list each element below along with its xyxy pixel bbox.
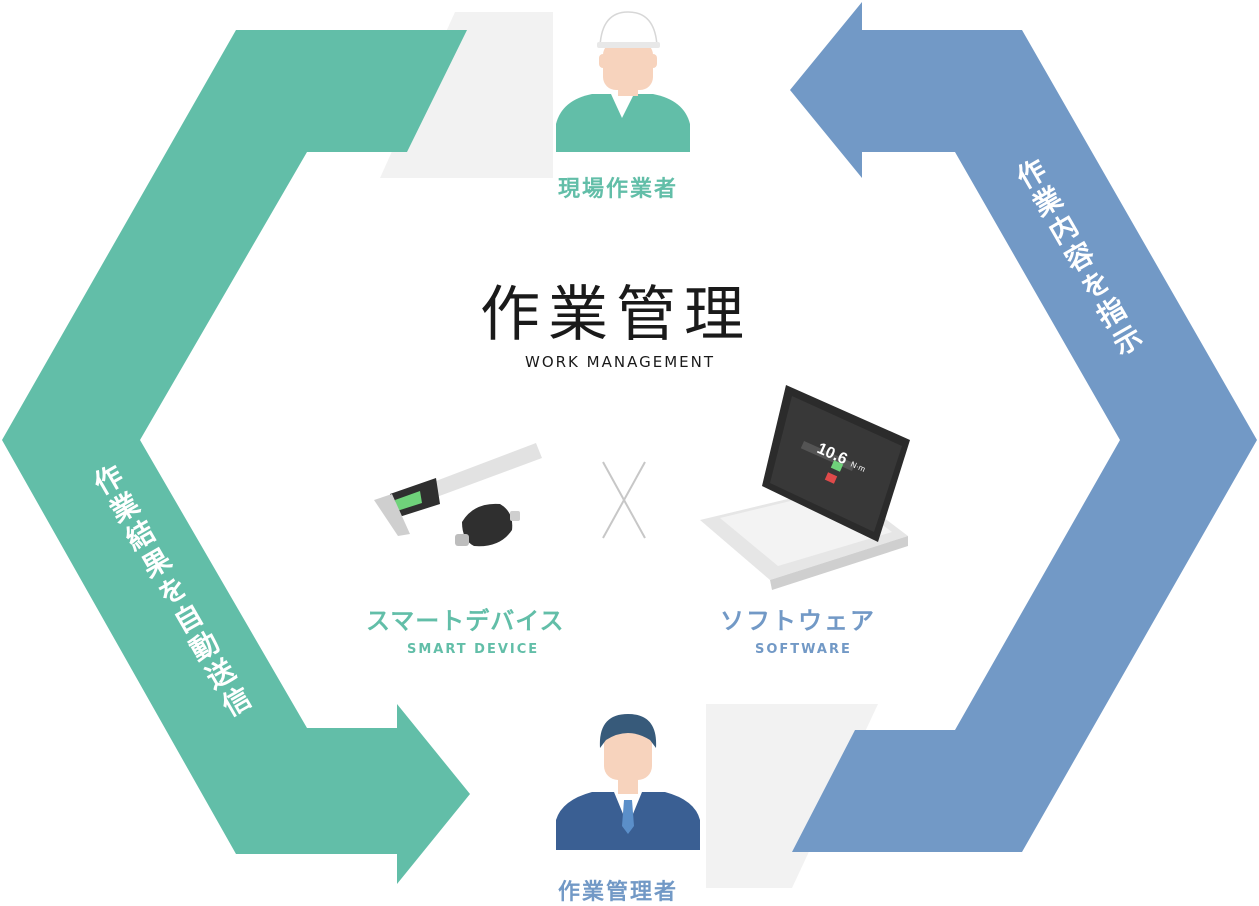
manager-avatar xyxy=(556,714,700,850)
device-sublabel: SMART DEVICE xyxy=(407,642,540,657)
times-symbol xyxy=(602,461,646,539)
page-title: 作業管理 xyxy=(480,280,752,350)
software-sublabel: SOFTWARE xyxy=(755,642,852,657)
right-blue-arrow xyxy=(790,2,1257,852)
field-worker-avatar xyxy=(556,11,690,152)
device-label: スマートデバイス xyxy=(366,607,565,635)
manager-label: 作業管理者 xyxy=(558,880,679,905)
field-worker-label: 現場作業者 xyxy=(558,177,679,202)
smart-device-illustration xyxy=(374,443,542,547)
left-green-arrow xyxy=(2,30,470,884)
page-subtitle: WORK MANAGEMENT xyxy=(525,353,715,371)
bottom-connector-shape xyxy=(706,704,878,888)
software-label: ソフトウェア xyxy=(720,607,876,635)
laptop-illustration xyxy=(700,385,910,590)
top-connector-shape xyxy=(380,12,553,178)
